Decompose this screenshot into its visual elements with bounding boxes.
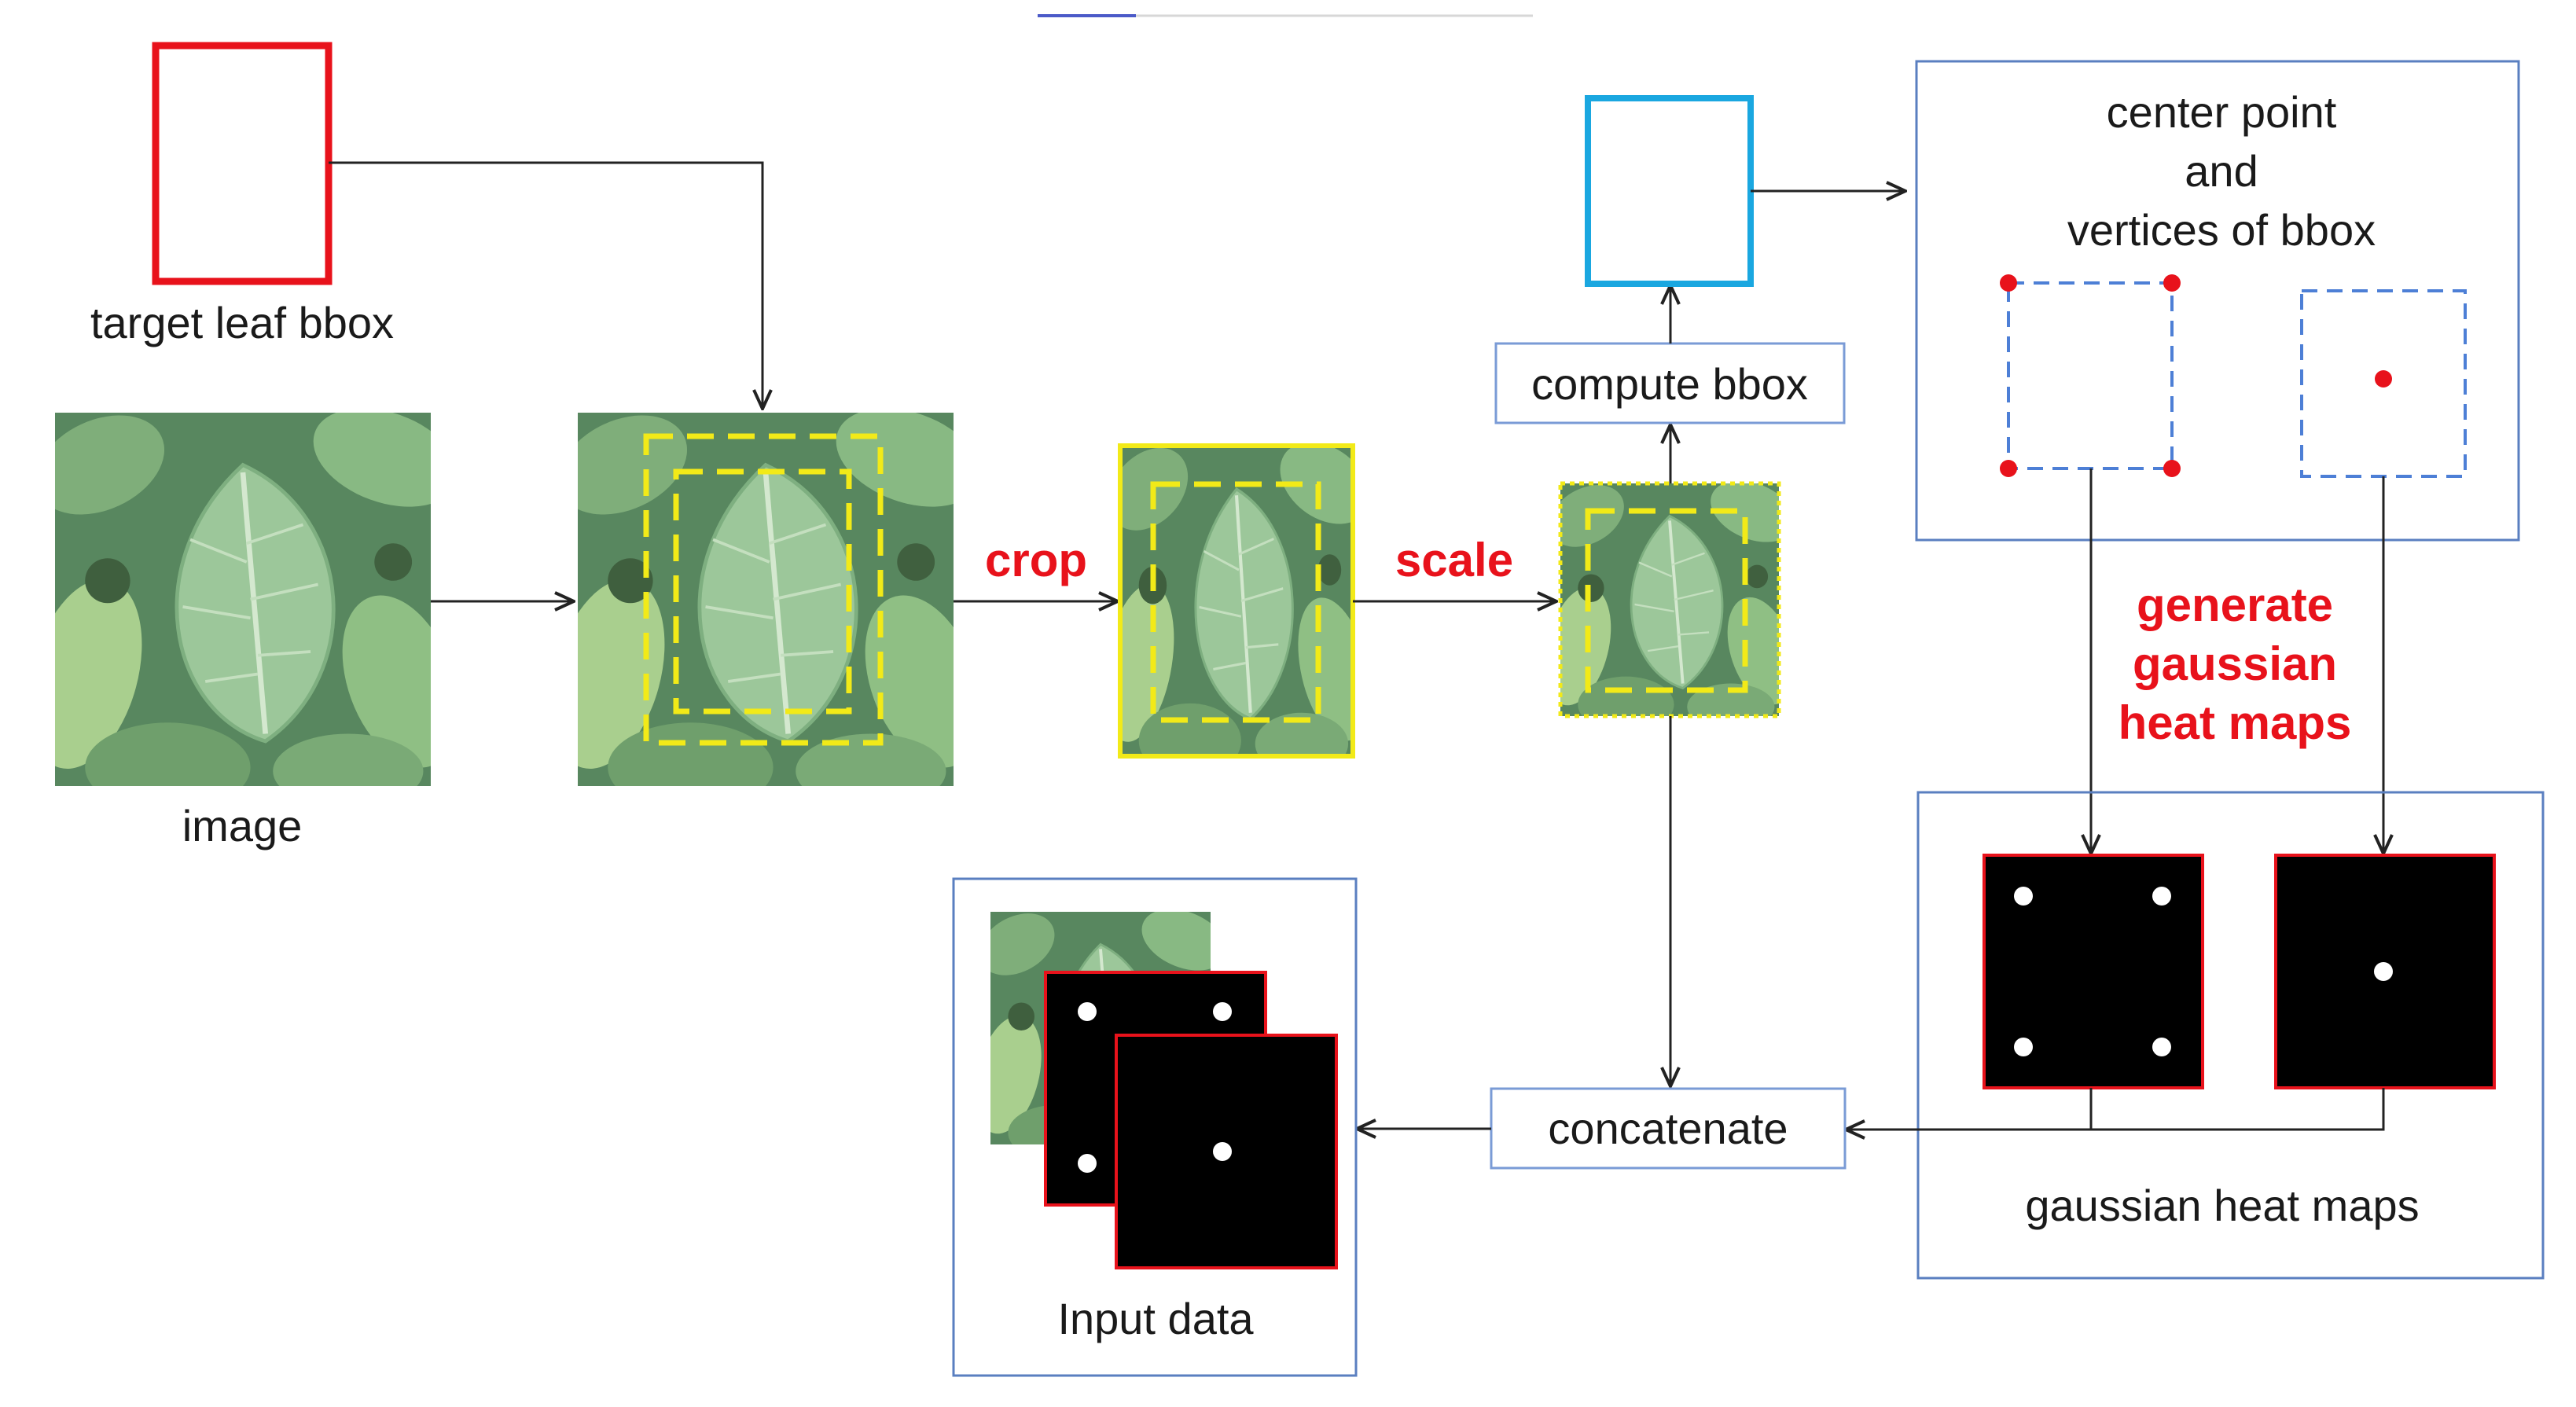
target-leaf-bbox-label: target leaf bbox bbox=[90, 298, 394, 347]
points-title-line1: center point bbox=[2107, 87, 2337, 137]
image-label: image bbox=[182, 801, 303, 850]
points-title-line2: and bbox=[2185, 146, 2258, 196]
image-with-bbox-photo bbox=[531, 390, 1003, 812]
heatmaps-join-line bbox=[2089, 1088, 2385, 1131]
computed-bbox-shape bbox=[1585, 95, 1754, 287]
vertices-bbox-illustration bbox=[2000, 274, 2181, 477]
center-heatmap bbox=[2274, 854, 2496, 1089]
compute-bbox-box bbox=[1494, 342, 1846, 424]
heatmaps-label: gaussian heat maps bbox=[2025, 1181, 2419, 1230]
vertices-heatmap bbox=[1983, 854, 2204, 1089]
target-leaf-bbox-shape bbox=[152, 42, 333, 285]
scale-label: scale bbox=[1395, 534, 1513, 586]
generate-line3: heat maps bbox=[2118, 696, 2352, 749]
compute-bbox-label: compute bbox bbox=[1531, 359, 1808, 409]
bbox-to-image-arrow bbox=[329, 161, 763, 409]
crop-label: crop bbox=[985, 534, 1087, 586]
heatmaps-panel bbox=[1916, 791, 2545, 1280]
center-bbox-illustration bbox=[2300, 289, 2467, 478]
input-data-label: Input data bbox=[1057, 1294, 1254, 1343]
points-panel bbox=[1915, 60, 2520, 542]
generate-line2: gaussian bbox=[2133, 637, 2337, 690]
concatenate-label: concatenate bbox=[1548, 1104, 1788, 1153]
generate-line1: generate bbox=[2137, 579, 2333, 631]
points-title-line3: vertices of bbox bbox=[2067, 205, 2376, 255]
cropped-photo bbox=[1118, 443, 1355, 759]
input-stack bbox=[964, 898, 1338, 1269]
image-photo bbox=[9, 390, 480, 812]
input-data-panel bbox=[952, 877, 1358, 1377]
scaled-photo bbox=[1558, 481, 1781, 718]
